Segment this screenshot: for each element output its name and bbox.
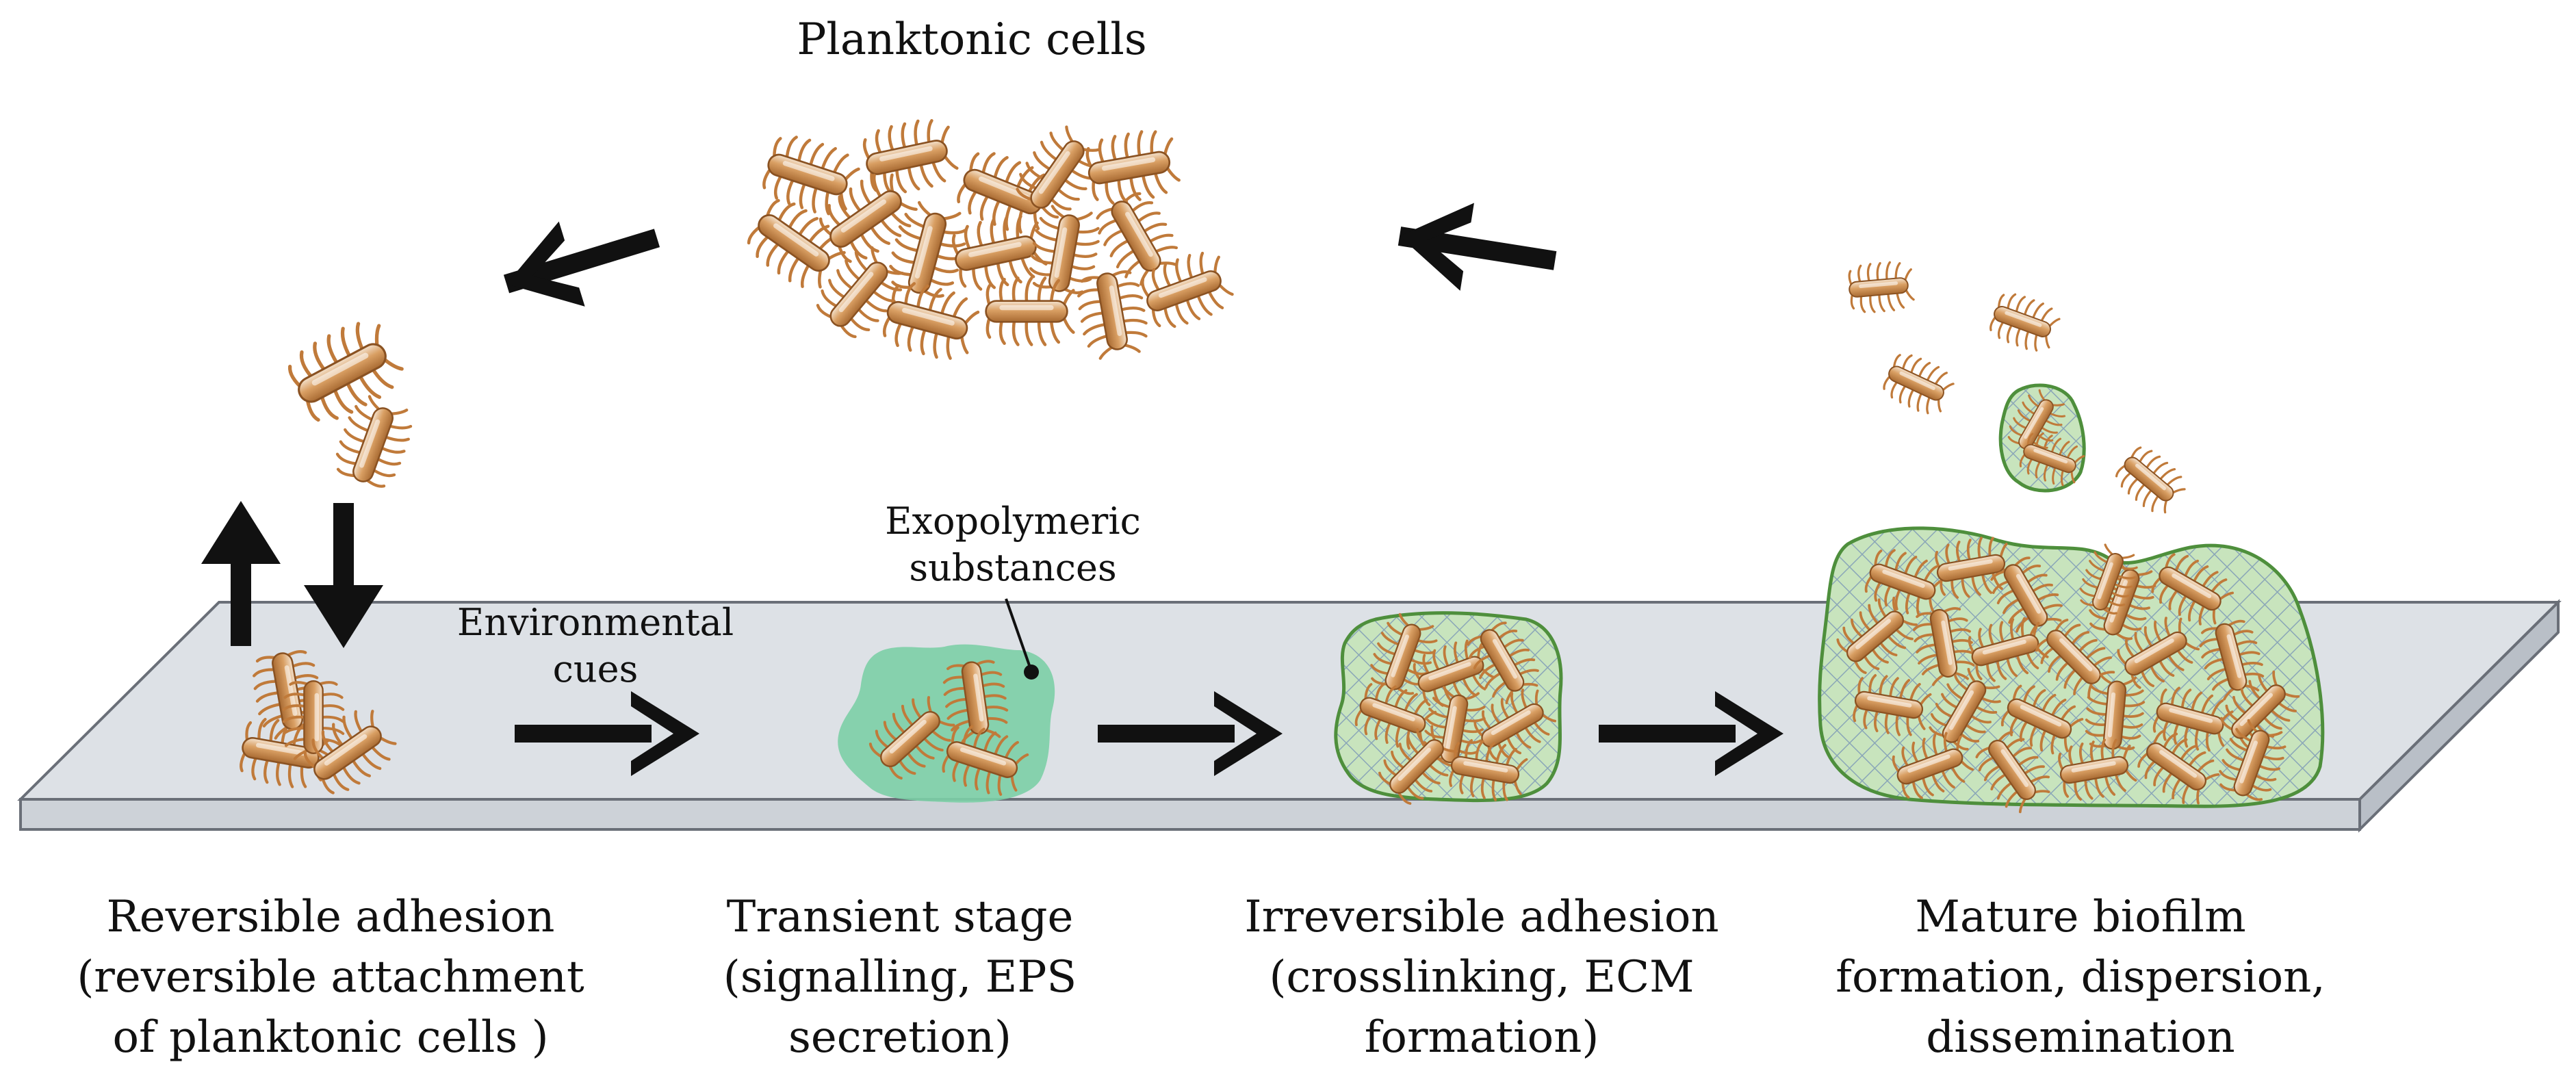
stage-2-line-2: (signalling, EPS	[723, 952, 1077, 1003]
planktonic-cells-cluster	[741, 115, 1236, 364]
stage-1-line-3: of planktonic cells )	[112, 1012, 549, 1063]
up-arrow	[201, 501, 281, 646]
stage-4-line-2: formation, dispersion,	[1836, 952, 2326, 1003]
stage-reversible-adhesion: Reversible adhesion (reversible attachme…	[23, 887, 639, 1068]
stage-1-line-2: (reversible attachment	[77, 952, 584, 1003]
stage-2-line-1: Transient stage	[726, 892, 1074, 942]
exopolymeric-substances-label: Exopolymeric substances	[828, 498, 1198, 591]
environmental-cues-label: Environmental cues	[424, 599, 767, 693]
stage-irreversible-adhesion: Irreversible adhesion (crosslinking, ECM…	[1174, 887, 1790, 1068]
stage-3-line-2: (crosslinking, ECM	[1269, 952, 1695, 1003]
exopolymeric-pointer	[1005, 598, 1031, 668]
planktonic-cells-title: Planktonic cells	[797, 14, 1147, 65]
stage-3-line-3: formation)	[1364, 1012, 1599, 1063]
exopolymeric-line-1: Exopolymeric	[885, 500, 1141, 543]
stage-4-line-1: Mature biofilm	[1915, 892, 2246, 942]
dispersed-cluster	[1998, 383, 2088, 493]
stage-1-line-1: Reversible adhesion	[106, 892, 555, 942]
exopolymeric-line-2: substances	[909, 546, 1117, 589]
arrow-from-mature	[1392, 192, 1562, 305]
stage-4-line-3: dissemination	[1926, 1012, 2235, 1063]
down-arrow	[304, 503, 383, 648]
stage-mature-biofilm: Mature biofilm formation, dispersion, di…	[1773, 887, 2388, 1068]
environmental-cues-line-1: Environmental	[456, 601, 734, 644]
stage-transient: Transient stage (signalling, EPS secreti…	[592, 887, 1208, 1068]
arrow-to-reversible	[493, 195, 670, 327]
environmental-cues-line-2: cues	[552, 647, 639, 691]
stage-2-line-3: secretion)	[788, 1012, 1012, 1063]
irreversible-matrix	[1334, 609, 1563, 812]
eps-blob	[838, 644, 1055, 803]
exopolymeric-pointer-dot	[1024, 664, 1039, 680]
mature-biofilm	[1818, 526, 2325, 819]
stage-3-line-1: Irreversible adhesion	[1244, 892, 1719, 942]
